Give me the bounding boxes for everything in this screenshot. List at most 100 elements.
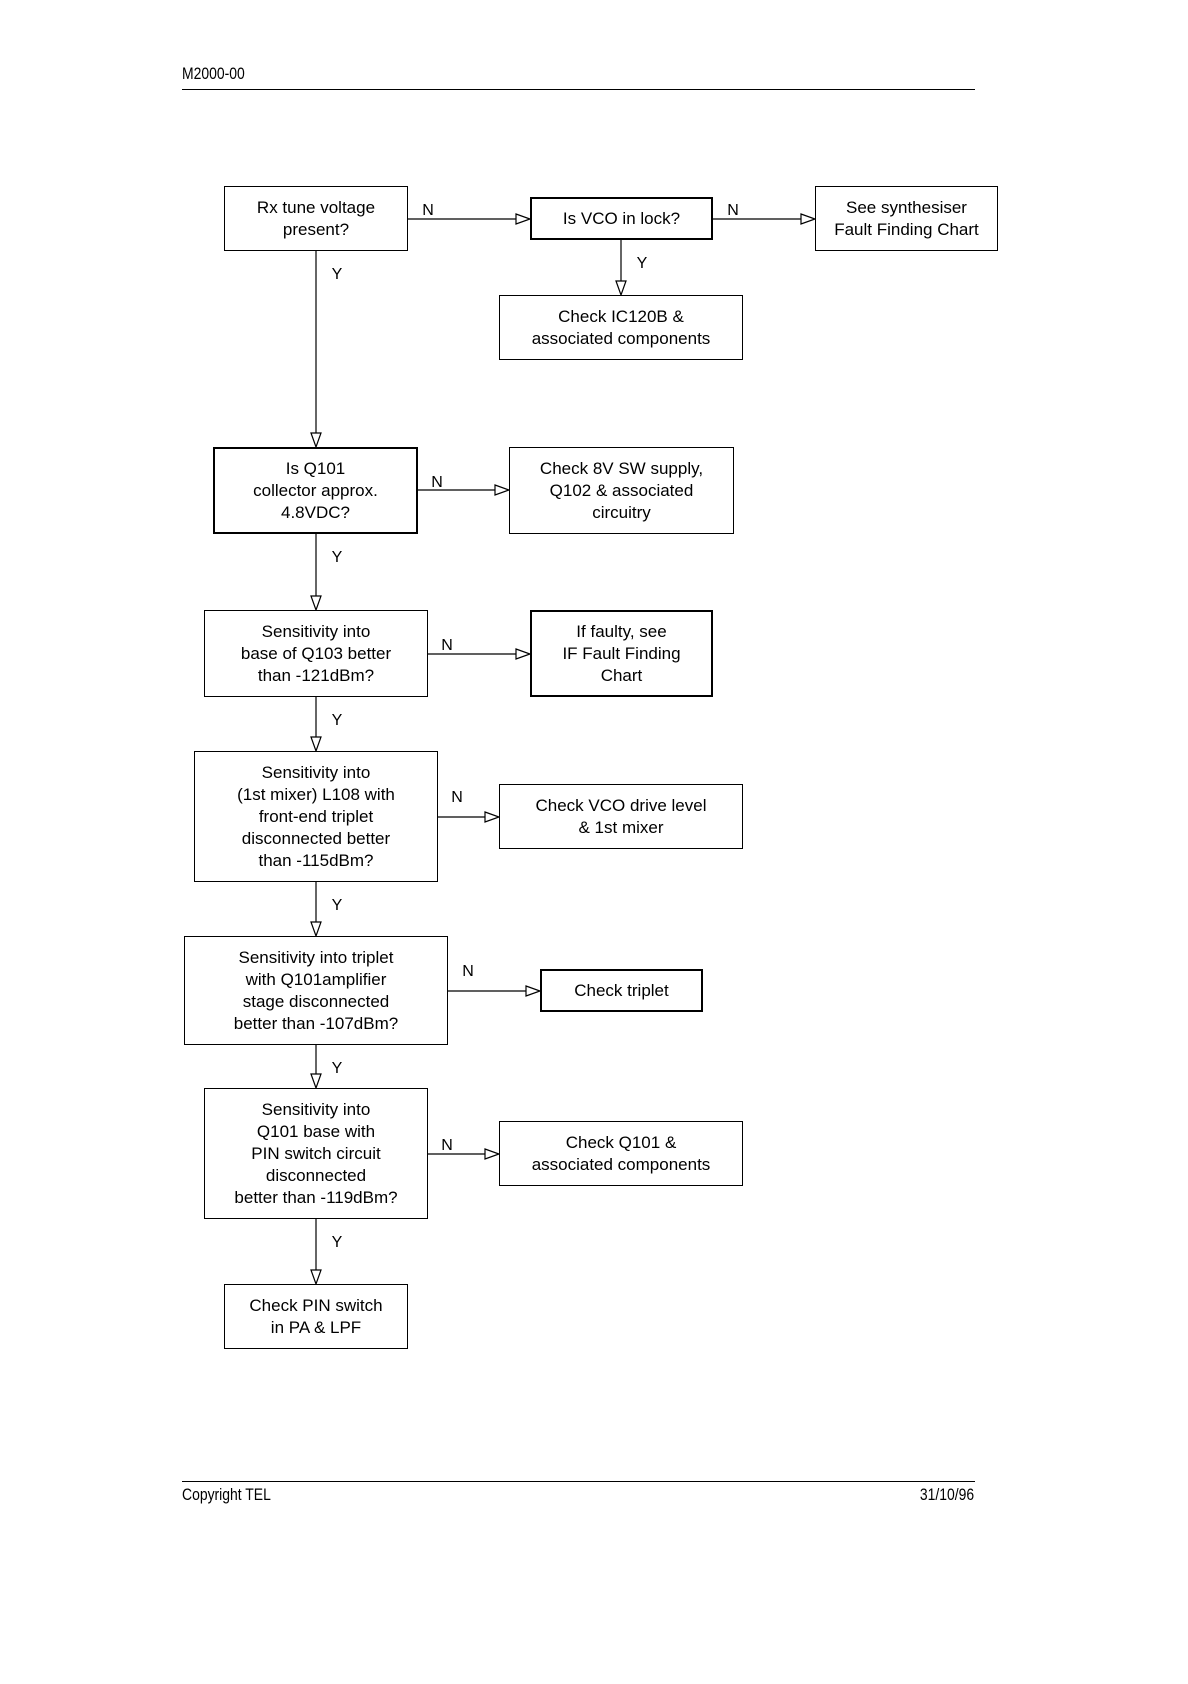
edge-label-no: N (441, 637, 453, 654)
edge-sens-mixer-to-check-vco-drive: N (438, 789, 501, 823)
arrowhead (615, 280, 627, 297)
node-sensitivity-triplet: Sensitivity into triplet with Q101amplif… (184, 936, 448, 1045)
edge-label-yes: Y (637, 255, 648, 272)
node-text-line: Check Q101 & (565, 1132, 677, 1152)
node-text-line: Q102 & associated (549, 480, 694, 500)
node-text-line: Check triplet (574, 980, 669, 1000)
edge-label-no: N (431, 474, 443, 491)
node-text-line: If faulty, see (576, 621, 667, 641)
node-text-line: Rx tune voltage (256, 197, 376, 217)
node-text-line: & 1st mixer (578, 817, 664, 837)
node-text-line: stage disconnected (242, 991, 390, 1011)
node-check-ic120b: Check IC120B & associated components (499, 295, 743, 360)
edge-label-yes: Y (332, 266, 343, 283)
arrowhead (515, 213, 532, 225)
footer-copyright: Copyright TEL (182, 1485, 271, 1504)
node-text-line: Sensitivity into (261, 621, 371, 641)
node-text-line: Sensitivity into triplet (238, 947, 394, 967)
node-if-fault-finding-chart: If faulty, see IF Fault Finding Chart (530, 610, 713, 697)
node-sensitivity-q101-base: Sensitivity into Q101 base with PIN swit… (204, 1088, 428, 1219)
node-text-line: better than -107dBm? (233, 1013, 399, 1033)
edge-rx-tune-to-vco-lock: N (408, 202, 532, 225)
edge-q101-collector-to-check-8v: N (418, 474, 511, 496)
edge-label-yes: Y (332, 1060, 343, 1077)
node-text-line: disconnected better (241, 828, 391, 848)
node-text-line: PIN switch circuit (251, 1143, 381, 1163)
node-text-line: Sensitivity into (261, 762, 371, 782)
node-is-vco-in-lock: Is VCO in lock? (530, 197, 713, 240)
footer-rule (182, 1481, 975, 1482)
node-text-line: Sensitivity into (261, 1099, 371, 1119)
node-text-line: Is VCO in lock? (562, 208, 681, 228)
node-text-line: associated components (531, 1154, 711, 1174)
node-text-line: than -115dBm? (258, 850, 374, 870)
edge-label-no: N (451, 789, 463, 806)
node-check-vco-drive-level: Check VCO drive level & 1st mixer (499, 784, 743, 849)
node-text-line: better than -119dBm? (234, 1187, 398, 1207)
edge-sens-q101-base-to-check-q101: N (428, 1137, 501, 1160)
edge-vco-lock-to-check-ic120b: Y (615, 240, 648, 297)
arrowhead (310, 1073, 322, 1090)
node-text-line: front-end triplet (258, 806, 374, 826)
node-text-line: disconnected (265, 1165, 367, 1185)
edge-label-yes: Y (332, 897, 343, 914)
node-text-line: See synthesiser (846, 197, 967, 217)
node-text-line: circuitry (592, 502, 651, 522)
edge-label-yes: Y (332, 1234, 343, 1251)
node-text-line: Check VCO drive level (535, 795, 707, 815)
node-check-pin-switch: Check PIN switch in PA & LPF (224, 1284, 408, 1349)
node-q101-collector-voltage: Is Q101 collector approx. 4.8VDC? (213, 447, 418, 534)
node-check-q101: Check Q101 & associated components (499, 1121, 743, 1186)
node-check-8v-sw-supply: Check 8V SW supply, Q102 & associated ci… (509, 447, 734, 534)
node-see-synthesiser-chart: See synthesiser Fault Finding Chart (815, 186, 998, 251)
node-text-line: collector approx. (253, 480, 378, 500)
arrowhead (310, 432, 322, 449)
node-text-line: Chart (600, 665, 643, 685)
arrowhead (484, 1148, 501, 1160)
edge-sens-q101-base-to-check-pin: Y (310, 1219, 343, 1286)
node-text-line: base of Q103 better (240, 643, 392, 663)
edge-sens-triplet-to-check-triplet: N (448, 963, 542, 997)
node-rx-tune-voltage-present: Rx tune voltage present? (224, 186, 408, 251)
node-sensitivity-1st-mixer: Sensitivity into (1st mixer) L108 with f… (194, 751, 438, 882)
edge-label-no: N (441, 1137, 453, 1154)
edge-vco-lock-to-synth-chart: N (713, 202, 817, 225)
arrowhead (310, 736, 322, 753)
node-text-line: IF Fault Finding (562, 643, 681, 663)
edge-sens-mixer-to-sens-triplet: Y (310, 882, 343, 938)
node-check-triplet: Check triplet (540, 969, 703, 1012)
edge-sens-q103-to-sens-mixer: Y (310, 697, 343, 753)
edge-rx-tune-to-q101-collector: Y (310, 251, 343, 449)
edge-sens-triplet-to-sens-q101-base: Y (310, 1045, 343, 1090)
node-text-line: Is Q101 (285, 458, 346, 478)
document-id: M2000-00 (182, 64, 245, 83)
arrowhead (484, 811, 501, 823)
node-text-line: Q101 base with (256, 1121, 376, 1141)
node-text-line: Check 8V SW supply, (539, 458, 704, 478)
node-text-line: 4.8VDC? (281, 502, 350, 522)
edge-sens-q103-to-if-chart: N (428, 637, 532, 660)
header-rule (182, 89, 975, 90)
node-text-line: with Q101amplifier (245, 969, 387, 989)
node-text-line: Check PIN switch (249, 1295, 383, 1315)
edge-q101-collector-to-sens-q103: Y (310, 534, 343, 612)
edge-label-no: N (462, 963, 474, 980)
node-text-line: than -121dBm? (257, 665, 375, 685)
node-text-line: Check IC120B & (558, 306, 684, 326)
edge-label-yes: Y (332, 712, 343, 729)
node-text-line: in PA & LPF (270, 1317, 362, 1337)
arrowhead (310, 1269, 322, 1286)
arrowhead (525, 985, 542, 997)
node-sensitivity-q103: Sensitivity into base of Q103 better tha… (204, 610, 428, 697)
node-text-line: (1st mixer) L108 with (237, 784, 395, 804)
node-text-line: present? (282, 219, 350, 239)
edge-label-yes: Y (332, 549, 343, 566)
edge-label-no: N (727, 202, 739, 219)
arrowhead (515, 648, 532, 660)
node-text-line: Fault Finding Chart (834, 219, 979, 239)
node-text-line: associated components (531, 328, 711, 348)
arrowhead (310, 595, 322, 612)
arrowhead (494, 484, 511, 496)
